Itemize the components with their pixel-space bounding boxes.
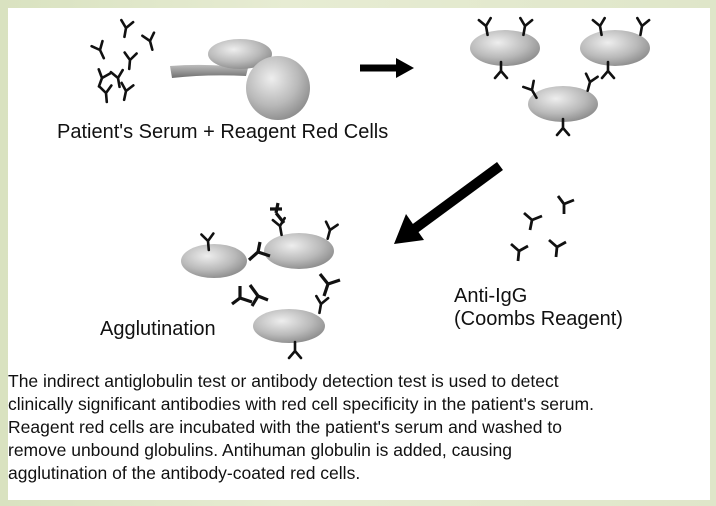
crosslink-icon — [247, 241, 271, 262]
anti-igg-antibodies — [510, 195, 575, 262]
red-cell — [181, 244, 247, 278]
caption-line: agglutination of the antibody-coated red… — [8, 463, 361, 483]
agglutination-label: Agglutination — [100, 318, 216, 340]
crosslink-icon — [270, 202, 286, 224]
red-cell — [470, 30, 540, 66]
serum-reagent-label: Patient's Serum + Reagent Red Cells — [57, 121, 389, 143]
red-cell — [264, 233, 334, 269]
diagonal-arrow-icon — [410, 161, 503, 235]
antibody-icon — [320, 220, 339, 242]
antibody-icon — [287, 340, 303, 360]
crosslink-icon — [231, 286, 253, 306]
figure-caption: The indirect antiglobulin test or antibo… — [8, 370, 710, 485]
indirect-antiglobulin-diagram — [90, 16, 651, 360]
coombs-reagent-label: (Coombs Reagent) — [454, 308, 623, 330]
caption-line: The indirect antiglobulin test or antibo… — [8, 371, 559, 391]
red-cell — [208, 39, 272, 69]
arrowhead-icon — [396, 58, 414, 78]
anti-igg-icon — [556, 195, 575, 214]
caption-line: clinically significant antibodies with r… — [8, 394, 594, 414]
antibody-icon — [141, 31, 160, 53]
red-cell — [246, 56, 310, 120]
red-cell-side-view — [170, 64, 248, 78]
red-cell — [253, 309, 325, 343]
antibody-icon — [633, 16, 651, 38]
caption-line: Reagent red cells are incubated with the… — [8, 417, 562, 437]
figure-panel: Patient's Serum + Reagent Red Cells Aggl… — [8, 8, 710, 500]
antibody-icon — [121, 51, 138, 71]
anti-igg-label: Anti-IgG — [454, 285, 528, 307]
antibody-icon — [117, 18, 135, 40]
anti-igg-icon — [510, 242, 529, 262]
antibody-icon — [91, 68, 112, 90]
crosslink-icon — [318, 273, 341, 297]
anti-igg-icon — [548, 238, 567, 258]
red-cell — [528, 86, 598, 122]
sensitized-red-cells — [470, 16, 651, 137]
antibody-icon — [580, 72, 599, 94]
antibody-icon — [98, 84, 115, 104]
arrowhead-icon — [394, 214, 424, 244]
anti-igg-icon — [523, 211, 543, 231]
crosslink-icon — [248, 284, 269, 307]
reagent-red-cells — [170, 39, 310, 120]
free-antibodies-group — [90, 18, 160, 104]
antibody-icon — [90, 39, 111, 62]
agglutination-cluster — [181, 202, 341, 360]
caption-line: remove unbound globulins. Antihuman glob… — [8, 440, 512, 460]
antibody-icon — [312, 294, 330, 316]
red-cell — [580, 30, 650, 66]
